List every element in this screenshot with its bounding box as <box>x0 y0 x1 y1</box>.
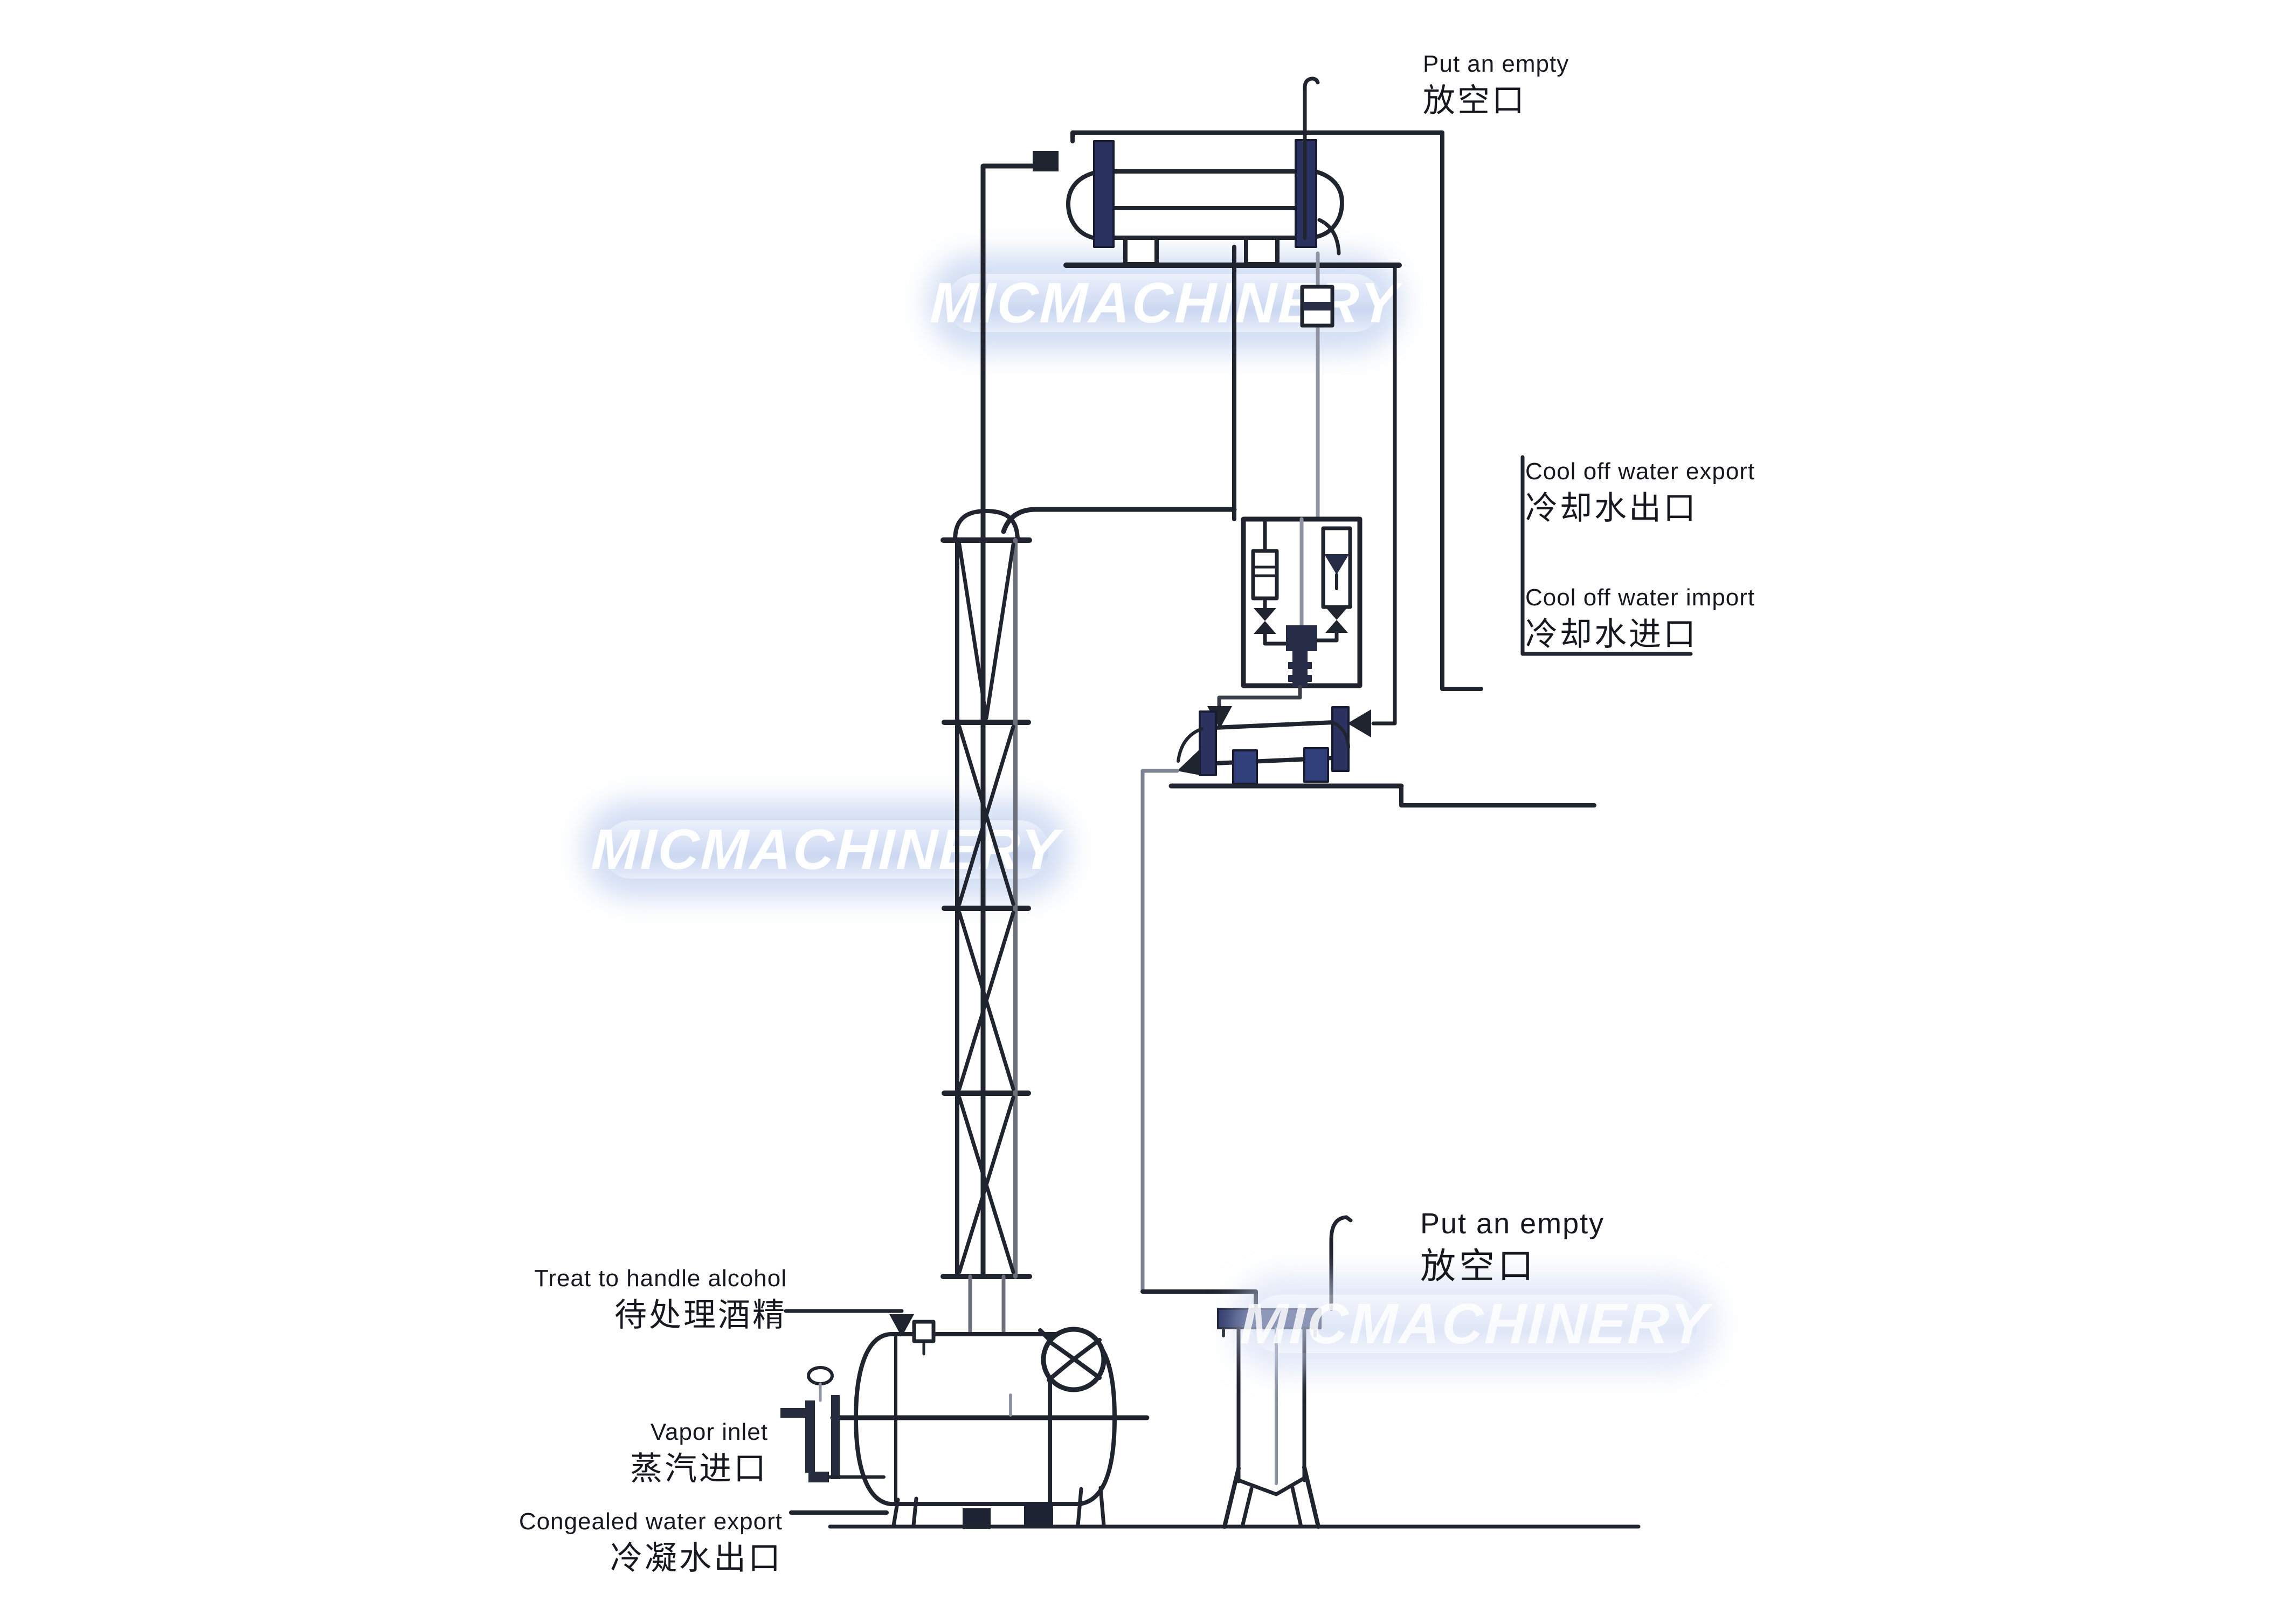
label-cooling-water-in-en: Cool off water import <box>1525 584 1755 611</box>
float-funnel <box>1324 554 1349 575</box>
right-valve-b <box>1325 620 1348 633</box>
top-condenser <box>1033 139 1402 268</box>
distillation-column <box>940 163 1237 1338</box>
leg-right-outer <box>1302 1465 1320 1529</box>
tube-sheet-left <box>1093 140 1115 248</box>
watermark-bottom: MICMACHINERY <box>1239 1292 1710 1356</box>
leg-right-inner <box>1290 1486 1303 1529</box>
product-line-to-tank <box>1140 1289 1258 1311</box>
leg-right <box>1076 1486 1106 1528</box>
support-right <box>1303 747 1329 783</box>
label-cooling-water-out: Cool off water export 冷却水出口 <box>1525 457 1755 528</box>
label-vapor-inlet-en: Vapor inlet <box>650 1419 768 1445</box>
outlet-funnel-left <box>1177 749 1200 775</box>
saddle-right <box>1244 236 1280 266</box>
level-gauge <box>912 1320 936 1343</box>
saddle-left <box>1123 236 1159 266</box>
lattice-v <box>957 542 1015 720</box>
vapor-flange-1 <box>805 1400 815 1473</box>
vapor-stub <box>780 1408 805 1418</box>
flow-control-assembly <box>1217 507 1363 712</box>
foot-pad-2 <box>1024 1502 1053 1526</box>
column-skirt <box>968 1274 1006 1338</box>
leg-left <box>891 1496 918 1528</box>
label-vapor-inlet: Vapor inlet 蒸汽进口 <box>555 1418 768 1488</box>
label-condensate-out-zh: 冷凝水出口 <box>610 1540 783 1576</box>
label-vent-bottom: Put an empty 放空口 <box>1420 1206 1605 1287</box>
label-cooling-water-in: Cool off water import 冷却水进口 <box>1525 583 1755 654</box>
leg-left-outer <box>1222 1466 1241 1529</box>
drop-flange-2 <box>1288 675 1312 682</box>
manhole-strap-2 <box>1047 1338 1102 1382</box>
vapor-foot <box>808 1472 829 1482</box>
label-vent-top: Put an empty 放空口 <box>1423 50 1569 120</box>
vent-pipe <box>1303 77 1320 240</box>
shell-left-cap <box>1066 170 1097 240</box>
leg-left-inner <box>1240 1487 1254 1529</box>
lattice-x1 <box>957 724 1015 906</box>
label-cooling-water-in-zh: 冷却水进口 <box>1525 616 1698 652</box>
overhead-to-right <box>1001 507 1237 534</box>
right-hook <box>1331 721 1350 749</box>
left-glass-bands <box>1251 565 1278 577</box>
bottom-brace <box>1236 1476 1306 1496</box>
product-line-vertical <box>1140 769 1179 1294</box>
left-valve-b <box>1254 621 1276 634</box>
label-vent-top-en: Put an empty <box>1423 51 1569 77</box>
sight-glass-band <box>1303 302 1331 310</box>
label-feed-alcohol: Treat to handle alcohol 待处理酒精 <box>534 1264 787 1335</box>
label-cooling-water-out-zh: 冷却水出口 <box>1525 489 1698 526</box>
watermark-text: MICMACHINERY <box>1239 1292 1711 1356</box>
inlet-stub <box>1033 151 1059 171</box>
right-valve <box>1325 607 1348 620</box>
cooling-out-line <box>1399 784 1596 808</box>
export-pointer-line <box>1520 455 1693 656</box>
inlet-arrow-right <box>1347 709 1371 737</box>
label-feed-alcohol-zh: 待处理酒精 <box>614 1296 787 1333</box>
vapor-valve-handle <box>807 1366 834 1385</box>
drop-to-condenser <box>1217 685 1302 712</box>
pump-block <box>1286 625 1317 651</box>
reboiler-tank <box>780 1309 1641 1529</box>
shell-top-line <box>1213 720 1336 730</box>
secondary-condenser <box>1140 263 1596 1311</box>
support-left <box>1232 749 1258 785</box>
label-feed-alcohol-en: Treat to handle alcohol <box>534 1265 787 1292</box>
label-condensate-out-en: Congealed water export <box>518 1508 783 1535</box>
right-valve-link <box>1315 631 1339 643</box>
tube-sheet-left <box>1199 710 1217 776</box>
label-vent-top-zh: 放空口 <box>1423 82 1526 119</box>
lattice-x2 <box>957 910 1015 1091</box>
vent-pipe <box>1329 1215 1353 1311</box>
label-condensate-out: Congealed water export 冷凝水出口 <box>517 1507 783 1578</box>
outlet-elbow <box>1317 218 1341 256</box>
label-vent-bottom-zh: 放空口 <box>1420 1245 1537 1286</box>
label-vent-bottom-en: Put an empty <box>1420 1207 1605 1240</box>
receiving-tank <box>1217 1215 1353 1529</box>
left-valve-link <box>1263 596 1290 646</box>
label-vapor-inlet-zh: 蒸汽进口 <box>630 1450 768 1487</box>
feed-arrow <box>889 1314 914 1337</box>
drop-flange-1 <box>1288 662 1312 669</box>
column-dome <box>953 509 1020 542</box>
manhole-stub <box>1038 1328 1052 1342</box>
left-valve <box>1254 608 1276 621</box>
label-cooling-water-out-en: Cool off water export <box>1525 458 1755 485</box>
condensate-feed-right <box>1371 263 1397 726</box>
overhead-line <box>1070 130 1483 691</box>
top-piping <box>1070 77 1693 691</box>
left-nozzle-curve <box>1177 727 1204 763</box>
vapor-flange-2 <box>831 1395 840 1479</box>
lattice-x3 <box>957 1095 1015 1274</box>
